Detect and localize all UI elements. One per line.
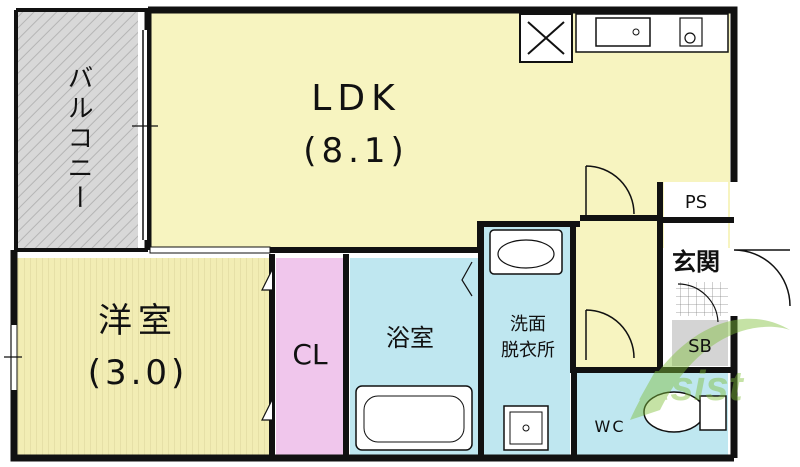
washing-machine-drain	[509, 411, 543, 445]
washbasin	[489, 229, 563, 275]
bedroom-size-label: (3.0)	[88, 353, 189, 393]
closet-door-marks	[261, 269, 273, 421]
sink	[595, 17, 651, 47]
washroom-label-line2: 脱衣所	[501, 340, 555, 361]
balcony-label: バルコニー	[63, 64, 93, 214]
basin-bowl-icon	[497, 239, 555, 269]
bedroom-top-opening	[149, 246, 271, 254]
entrance-tiles	[676, 282, 728, 316]
bath-door-mark	[461, 261, 473, 297]
interior-walls	[150, 182, 734, 458]
range-hood-x-icon	[527, 21, 565, 55]
asist-watermark: Asist	[630, 318, 790, 420]
ps-area	[664, 182, 728, 220]
watermark-text: Asist	[639, 362, 745, 409]
bedroom-name-label: 洋室	[98, 301, 178, 341]
washroom-label-line1: 洗面	[510, 314, 546, 335]
sb-area	[672, 320, 728, 366]
ldk-size-label: (8.1)	[303, 131, 409, 171]
drain-icon	[522, 424, 530, 432]
hall-door-lower	[585, 309, 635, 360]
bathtub-inner	[363, 395, 465, 443]
entrance-door	[733, 249, 791, 307]
hall-door-upper	[585, 165, 635, 216]
hall-area	[576, 224, 658, 370]
sb-label: SB	[688, 336, 712, 357]
ldk-name-label: LDK	[311, 78, 400, 119]
bath-label: 浴室	[386, 324, 434, 352]
stove	[679, 17, 703, 47]
closet-label: CL	[292, 338, 328, 371]
wc-label: WC	[595, 417, 626, 436]
watermark-swoosh-icon	[630, 318, 790, 420]
washing-machine	[503, 405, 549, 451]
ps-label: PS	[685, 192, 707, 213]
burner-icon	[684, 32, 696, 44]
entrance-inner-door	[677, 283, 719, 323]
entrance-label: 玄関	[672, 248, 720, 276]
balcony-wall	[14, 8, 148, 252]
toilet-tank	[699, 395, 727, 431]
sink-drain-icon	[632, 28, 640, 36]
outer-wall	[10, 6, 738, 462]
bedroom-area	[14, 258, 272, 456]
balcony-area	[18, 12, 138, 248]
closet-area	[276, 258, 344, 456]
ldk-lower-area	[150, 12, 480, 250]
